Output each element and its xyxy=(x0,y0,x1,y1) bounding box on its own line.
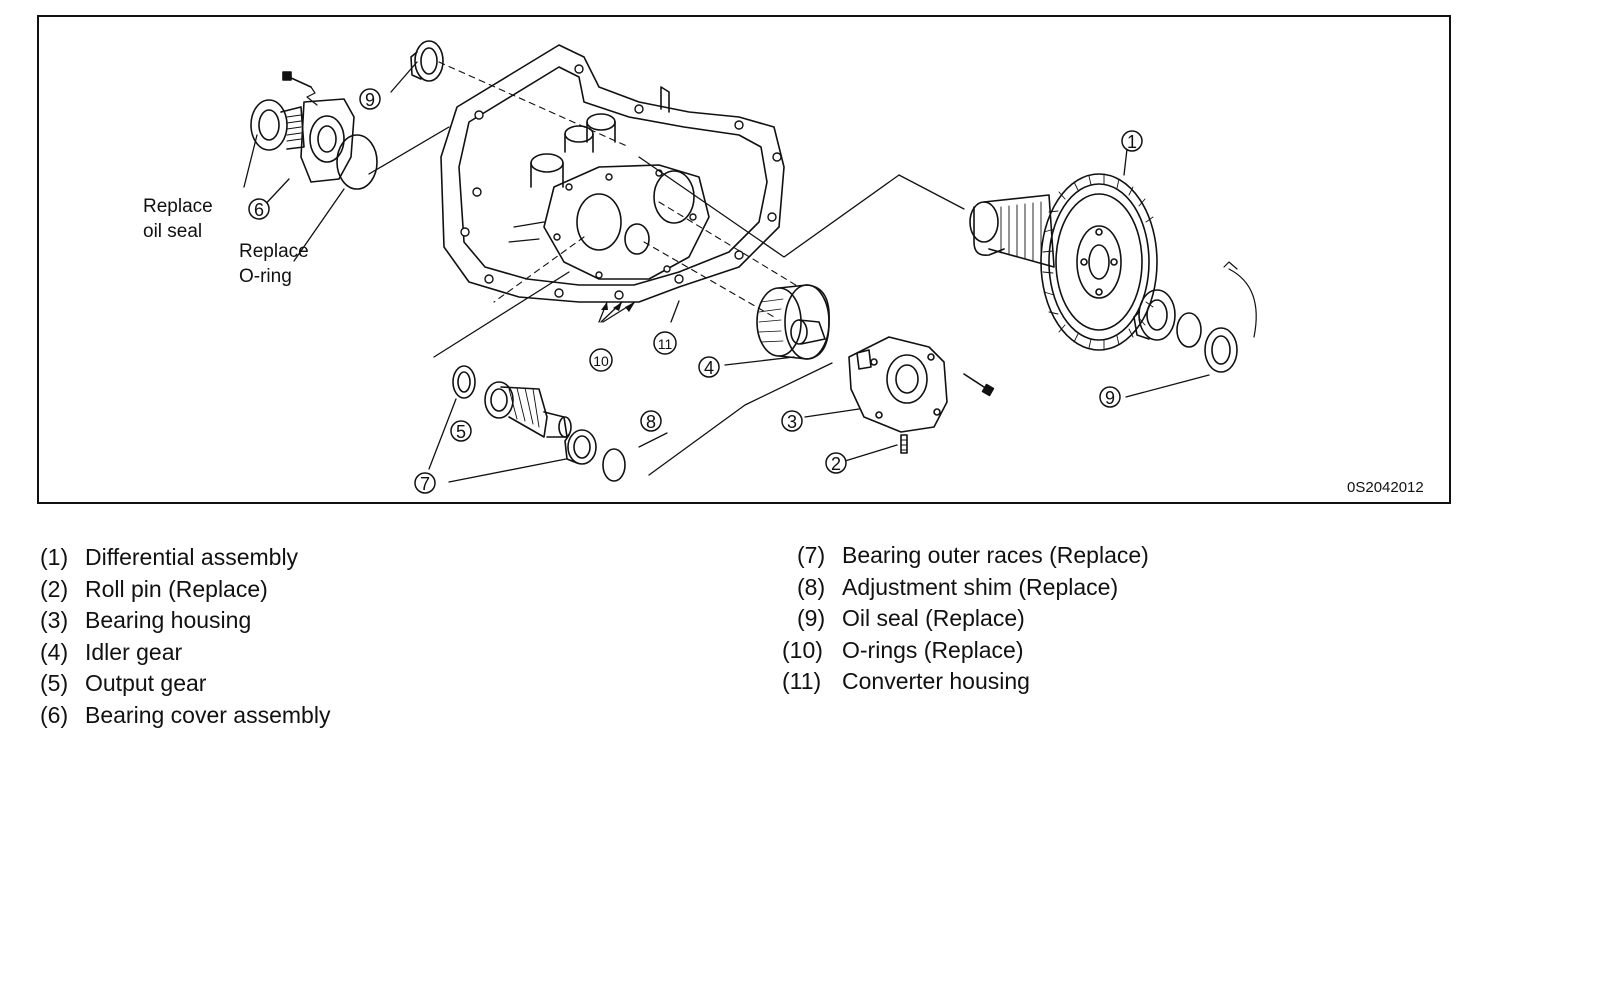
o-ring-part xyxy=(336,134,378,190)
legend-item: (6)Bearing cover assembly xyxy=(40,702,331,728)
callout-replace-o-ring-line1: Replace xyxy=(239,241,309,262)
svg-text:11: 11 xyxy=(658,336,673,352)
legend-item: (7)Bearing outer races (Replace) xyxy=(797,542,1149,568)
legend-item: (3)Bearing housing xyxy=(40,607,252,633)
marker-10: 10 xyxy=(589,348,613,372)
oil-seal-top-part xyxy=(410,40,444,82)
differential-bearing-part xyxy=(1133,289,1176,341)
marker-1: 1 xyxy=(1121,130,1143,152)
marker-6: 6 xyxy=(248,198,270,220)
legend-item: (4)Idler gear xyxy=(40,639,183,665)
figure-code: 0S2042012 xyxy=(1347,479,1424,496)
legend-item: (8)Adjustment shim (Replace) xyxy=(797,574,1119,600)
differential-assembly-part xyxy=(969,173,1158,351)
svg-text:5: 5 xyxy=(456,422,466,442)
exploded-view-figure: 1 2 3 4 5 6 7 8 9 9 10 11 xyxy=(37,15,1451,504)
svg-text:3: 3 xyxy=(787,412,797,432)
legend-item: (10)O-rings (Replace) xyxy=(782,637,1024,663)
marker-8: 8 xyxy=(640,410,662,432)
legend-item: (1)Differential assembly xyxy=(40,544,299,570)
svg-text:7: 7 xyxy=(420,474,430,494)
output-gear-part xyxy=(484,381,572,438)
callout-replace-o-ring-line2: O-ring xyxy=(239,266,292,287)
legend-item: (5)Output gear xyxy=(40,670,207,696)
marker-7: 7 xyxy=(414,472,436,494)
roll-pin-part xyxy=(900,434,908,454)
legend-item: (9)Oil seal (Replace) xyxy=(797,605,1025,631)
idler-gear-part xyxy=(756,284,830,360)
marker-2: 2 xyxy=(825,452,847,474)
marker-9-top: 9 xyxy=(359,88,381,110)
marker-4: 4 xyxy=(698,356,720,378)
bearing-race-middle-part xyxy=(564,429,597,465)
callout-replace-oil-seal-line2: oil seal xyxy=(143,221,202,242)
marker-3: 3 xyxy=(781,410,803,432)
oil-seal-right-part xyxy=(1204,327,1238,373)
exploded-view-drawing: 1 2 3 4 5 6 7 8 9 9 10 11 xyxy=(143,40,1424,496)
shim-ring-part xyxy=(1176,312,1202,348)
bearing-race-lower-part xyxy=(452,365,476,399)
svg-text:9: 9 xyxy=(1105,388,1115,408)
svg-text:4: 4 xyxy=(704,358,714,378)
svg-text:10: 10 xyxy=(593,353,609,369)
svg-text:6: 6 xyxy=(254,200,264,220)
marker-5: 5 xyxy=(450,420,472,442)
adjustment-shim-part xyxy=(602,448,626,482)
bearing-cover-assembly-part xyxy=(250,71,355,183)
svg-text:1: 1 xyxy=(1127,132,1137,152)
marker-11: 11 xyxy=(653,331,677,355)
svg-text:9: 9 xyxy=(365,90,375,110)
svg-text:2: 2 xyxy=(831,454,841,474)
svg-text:8: 8 xyxy=(646,412,656,432)
legend-item: (2)Roll pin (Replace) xyxy=(40,576,268,602)
bearing-housing-part xyxy=(848,336,995,433)
callout-replace-oil-seal-line1: Replace xyxy=(143,196,213,217)
legend-item: (11)Converter housing xyxy=(782,668,1030,694)
converter-housing-part xyxy=(440,44,785,303)
marker-9-right: 9 xyxy=(1099,386,1121,408)
